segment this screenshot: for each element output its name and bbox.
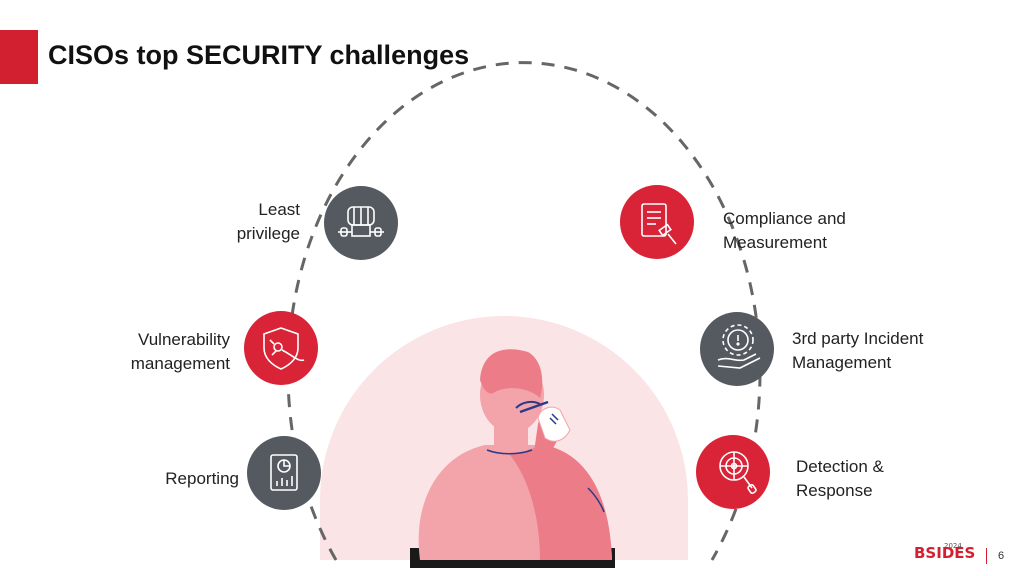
label-compliance-measurement: Compliance and Measurement (723, 209, 846, 252)
circle-detection-response (696, 435, 770, 509)
bsides-logo: BSIDES 2024 (914, 542, 976, 562)
footer-divider (986, 548, 987, 564)
shield-bug-icon (263, 327, 305, 370)
document-gavel-icon (641, 203, 677, 245)
thinking-person-illustration (410, 349, 615, 568)
label-least-privilege: Least privilege (236, 200, 300, 243)
label-detection-response: Detection & Response (796, 457, 884, 500)
fist-chain-icon (338, 206, 384, 237)
circle-vulnerability-management (244, 311, 318, 385)
page-number: 6 (998, 550, 1005, 562)
label-third-party-incident: 3rd party Incident Management (792, 329, 924, 372)
circle-third-party-incident (700, 312, 774, 386)
label-vulnerability-management: Vulnerability management (130, 330, 230, 373)
circle-reporting (247, 436, 321, 510)
circle-least-privilege (324, 186, 398, 260)
circle-compliance-measurement (620, 185, 694, 259)
label-reporting: Reporting (165, 469, 239, 488)
title-accent-bar (0, 30, 38, 84)
radar-search-icon (719, 451, 757, 495)
hand-gear-icon (717, 324, 761, 369)
slide-title: CISOs top SECURITY challenges (48, 40, 470, 70)
report-chart-icon (270, 454, 298, 491)
